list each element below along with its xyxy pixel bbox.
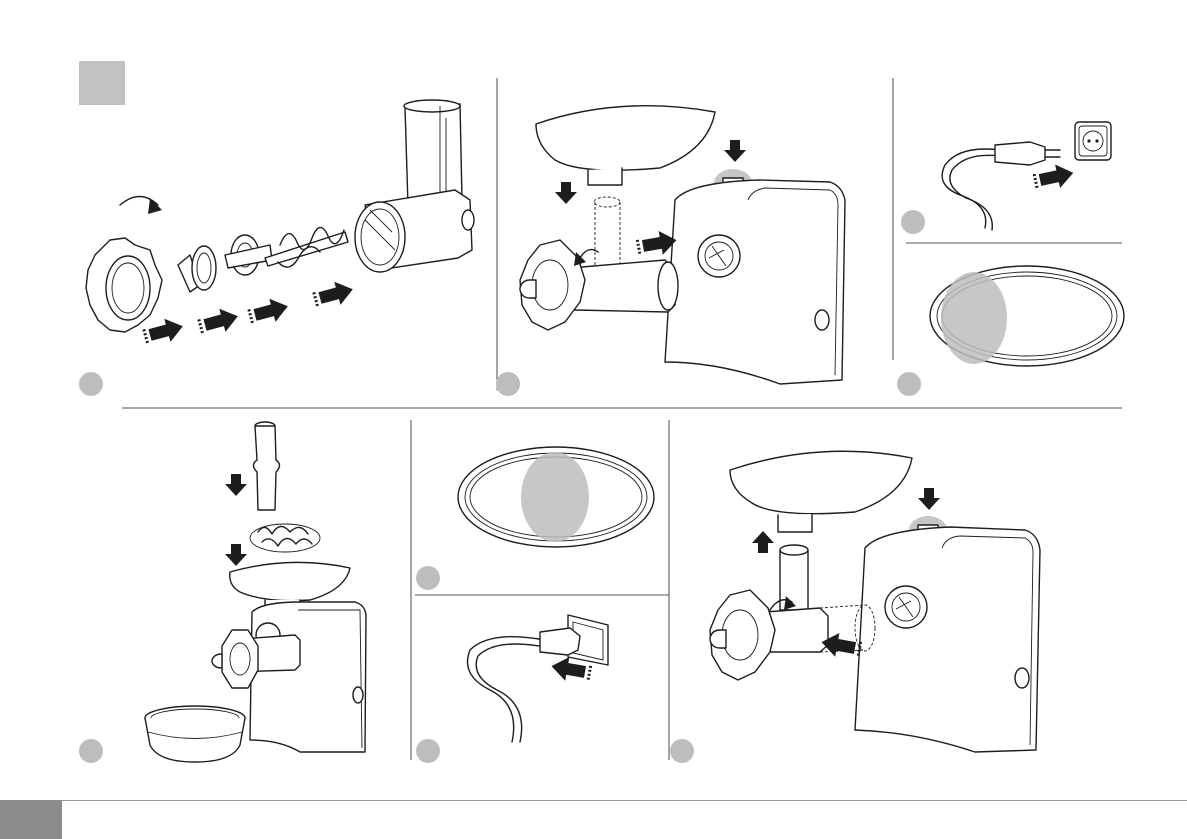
ring-nut xyxy=(86,238,162,332)
motor-unit xyxy=(855,527,1040,752)
mincer-tube xyxy=(355,100,474,272)
panel-switch-on xyxy=(930,266,1124,366)
panel-mount-on-motor xyxy=(520,106,845,384)
meat-tray xyxy=(536,106,715,185)
bowl xyxy=(145,706,245,762)
motor-unit xyxy=(665,180,845,384)
down-arrow-icon xyxy=(555,182,577,204)
step-badge xyxy=(901,210,925,234)
down-arrow-icon xyxy=(225,544,247,566)
tube-outline xyxy=(595,202,620,265)
power-switch-icon xyxy=(815,310,829,330)
panel-plug-in xyxy=(901,122,1111,234)
down-arrow-icon xyxy=(225,474,247,496)
section-marker xyxy=(79,61,125,105)
step-badge xyxy=(496,372,520,396)
push-arrow-icon xyxy=(1032,161,1076,193)
push-arrow-icon xyxy=(246,295,291,329)
meat-tray xyxy=(730,451,912,532)
panel-switch-off xyxy=(458,447,654,547)
down-arrow-icon xyxy=(724,140,746,162)
power-plug-icon xyxy=(540,628,580,655)
footer-rule xyxy=(62,800,1187,801)
switch-position-highlight xyxy=(941,272,1007,364)
down-arrow-icon xyxy=(918,488,940,510)
step-badge xyxy=(79,739,103,763)
step-badge xyxy=(79,372,103,396)
step-badge xyxy=(897,372,921,396)
up-arrow-icon xyxy=(752,531,774,553)
power-switch-icon xyxy=(1015,668,1029,688)
meat-pieces xyxy=(250,524,320,552)
panel-grinding xyxy=(145,422,366,762)
push-arrow-icon xyxy=(141,315,186,349)
detached-mincer xyxy=(710,545,875,680)
step-badge xyxy=(416,739,440,763)
food-pusher xyxy=(254,422,280,510)
wall-socket-icon xyxy=(1075,122,1111,160)
page-number-tab xyxy=(0,800,62,839)
mincing-plate xyxy=(225,235,272,275)
cutting-knife xyxy=(178,246,216,292)
step-badge xyxy=(416,566,440,590)
step-badge xyxy=(670,739,694,763)
panel-disassembly xyxy=(710,451,1040,752)
panel-assembly xyxy=(86,100,474,348)
panel-unplug xyxy=(468,615,609,742)
power-plug-icon xyxy=(995,142,1060,165)
feed-screw xyxy=(265,227,348,267)
power-cord xyxy=(468,637,546,742)
push-arrow-icon xyxy=(311,278,356,312)
power-cord xyxy=(942,149,1000,228)
switch-position-highlight xyxy=(521,452,589,542)
push-arrow-icon xyxy=(196,305,241,339)
assembled-mincer xyxy=(520,240,678,330)
